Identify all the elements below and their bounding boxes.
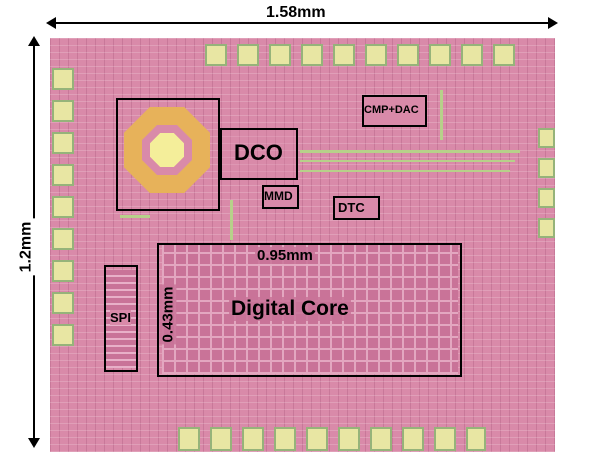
bond-pad (52, 324, 74, 346)
height-arrow-top-head (28, 36, 40, 46)
core-width-label: 0.95mm (255, 247, 315, 264)
spi-block (104, 265, 138, 372)
routing-wire (120, 215, 150, 218)
bond-pad (52, 228, 74, 250)
dco-inductor-box (116, 98, 220, 211)
bond-pad (301, 44, 323, 66)
routing-wire (300, 150, 520, 153)
height-label: 1.2mm (17, 218, 36, 276)
bond-pad (538, 158, 555, 178)
bond-pad (52, 292, 74, 314)
chip-die (50, 38, 555, 452)
dtc-label: DTC (338, 200, 365, 215)
dtc-block (333, 196, 380, 220)
bond-pad (205, 44, 227, 66)
mmd-block (262, 185, 299, 209)
bond-pad (52, 260, 74, 282)
cmp-dac-block (362, 95, 427, 127)
bond-pad (333, 44, 355, 66)
bond-pad (52, 68, 74, 90)
bond-pad (538, 218, 555, 238)
bond-pad (461, 44, 483, 66)
bond-pad (52, 132, 74, 154)
bond-pad (52, 100, 74, 122)
bond-pad (370, 427, 392, 451)
bond-pad (242, 427, 264, 451)
width-arrow (52, 22, 552, 24)
height-arrow-bottom-head (28, 438, 40, 448)
bond-pad (52, 164, 74, 186)
dco-block (220, 128, 298, 180)
width-arrow-left-head (46, 17, 56, 29)
width-label: 1.58mm (262, 4, 330, 22)
bond-pad (538, 188, 555, 208)
inductor-center (150, 133, 184, 167)
cmp-dac-label: CMP+DAC (364, 104, 419, 116)
routing-wire (300, 170, 510, 172)
width-arrow-right-head (548, 17, 558, 29)
bond-pad (402, 427, 424, 451)
digital-core-block (157, 243, 462, 377)
bond-pad (274, 427, 296, 451)
routing-wire (300, 160, 515, 162)
core-height-label: 0.43mm (159, 284, 177, 345)
bond-pad (493, 44, 515, 66)
bond-pad (52, 196, 74, 218)
bond-pad (429, 44, 451, 66)
bond-pad (538, 128, 555, 148)
bond-pad (306, 427, 328, 451)
bond-pad (269, 44, 291, 66)
bond-pad (210, 427, 232, 451)
mmd-label: MMD (264, 189, 293, 203)
bond-pad (466, 427, 486, 451)
routing-wire (230, 200, 233, 240)
bond-pad (365, 44, 387, 66)
bond-pad (237, 44, 259, 66)
bond-pad (178, 427, 200, 451)
bond-pad (338, 427, 360, 451)
spi-label: SPI (110, 310, 131, 325)
bond-pad (434, 427, 456, 451)
routing-wire (440, 90, 443, 140)
digital-core-label: Digital Core (229, 297, 351, 321)
bond-pad (397, 44, 419, 66)
dco-label: DCO (234, 140, 283, 165)
